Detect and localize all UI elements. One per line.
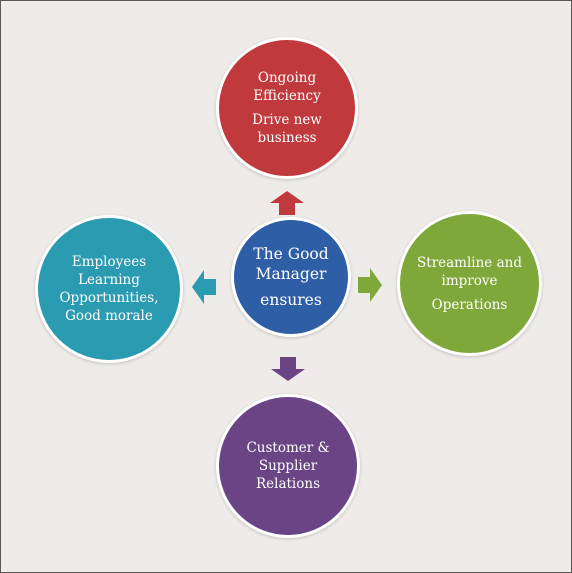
operations-circle: Streamline and improve Operations xyxy=(397,211,542,356)
employees-line-3: Opportunities, xyxy=(59,290,159,306)
employees-line-2: Learning xyxy=(78,272,140,288)
arrow-up-icon xyxy=(270,191,304,215)
good-manager-line-3: ensures xyxy=(260,291,322,309)
customer-line-1: Customer & xyxy=(246,440,330,456)
customer-line-3: Relations xyxy=(255,476,320,492)
efficiency-line-2: Efficiency xyxy=(253,88,321,104)
efficiency-line-4: business xyxy=(257,130,317,146)
arrow-down-icon xyxy=(271,357,305,381)
efficiency-circle: Ongoing Efficiency Drive new business xyxy=(216,37,358,179)
employees-circle: Employees Learning Opportunities, Good m… xyxy=(35,215,183,363)
arrow-left-icon xyxy=(192,270,216,304)
good-manager-line-1: The Good xyxy=(253,245,329,263)
employees-line-1: Employees xyxy=(71,254,147,270)
good-manager-line-2: Manager xyxy=(255,265,327,283)
customer-line-2: Supplier xyxy=(258,458,318,474)
operations-line-2: improve xyxy=(441,272,498,289)
employees-line-4: Good morale xyxy=(65,308,153,324)
operations-line-3: Operations xyxy=(431,296,508,313)
arrow-right-icon xyxy=(358,268,382,302)
efficiency-line-1: Ongoing xyxy=(257,70,317,86)
good-manager-circle: The Good Manager ensures xyxy=(231,217,351,337)
efficiency-line-3: Drive new xyxy=(252,112,322,128)
operations-line-1: Streamline and xyxy=(417,254,522,271)
customer-circle: Customer & Supplier Relations xyxy=(216,394,360,538)
